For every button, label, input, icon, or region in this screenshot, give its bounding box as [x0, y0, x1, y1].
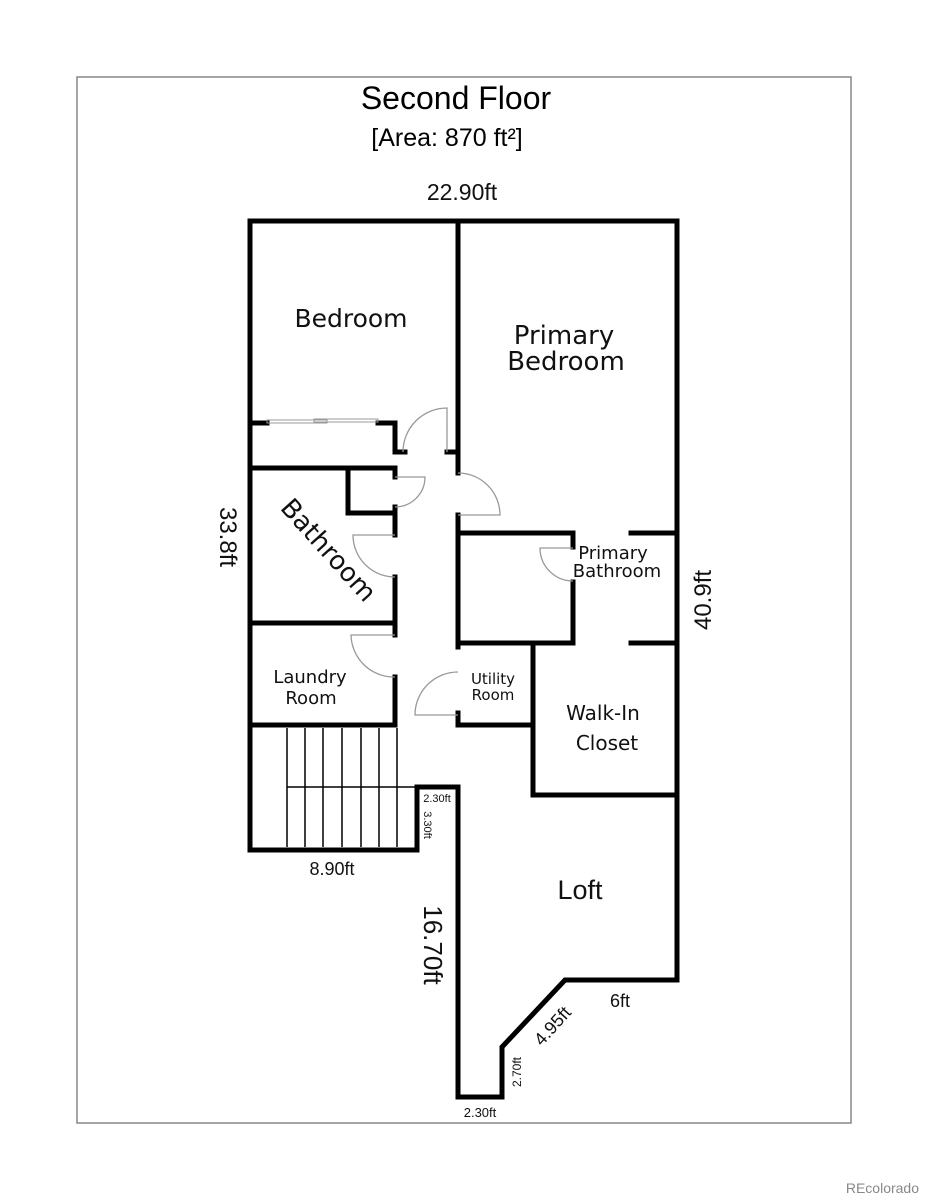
label-utility-2: Room: [472, 686, 515, 704]
bathroom-door: [352, 534, 396, 578]
primary-bedroom-door: [457, 472, 501, 516]
plan-title: Second Floor: [361, 80, 552, 116]
walls: [247, 218, 680, 1100]
dim-left-height: 33.8ft: [214, 507, 241, 567]
doors: [350, 407, 574, 716]
label-bedroom: Bedroom: [294, 304, 407, 333]
bath-closet-door: [394, 476, 426, 508]
dim-loft-left: 16.70ft: [418, 905, 448, 985]
dim-stair-width: 8.90ft: [309, 859, 354, 879]
label-primary-bedroom-2: Bedroom: [507, 347, 625, 377]
dim-top-width: 22.90ft: [427, 179, 498, 205]
dim-loft-bottom-right: 6ft: [610, 991, 630, 1011]
label-utility-1: Utility: [471, 670, 515, 688]
label-primary-bathroom-2: Bathroom: [573, 561, 661, 582]
label-primary-bedroom-1: Primary: [514, 321, 614, 351]
plan-frame: [76, 76, 852, 1124]
label-bathroom: Bathroom: [274, 493, 382, 608]
label-laundry-1: Laundry: [273, 667, 347, 688]
utility-door: [414, 671, 459, 716]
primary-bath-door: [539, 547, 574, 582]
watermark: REcolorado: [846, 1180, 919, 1196]
label-laundry-2: Room: [285, 688, 336, 709]
laundry-door: [350, 634, 396, 678]
sliding-closet-door: [266, 418, 379, 424]
staircase: [286, 728, 417, 847]
dim-loft-bottom: 2.30ft: [464, 1105, 497, 1120]
bedroom-door: [402, 407, 448, 453]
label-walkin-2: Closet: [576, 731, 638, 755]
plan-area: [Area: 870 ft²]: [371, 124, 522, 152]
label-walkin-1: Walk-In: [566, 701, 640, 725]
dim-loft-jog: 2.70ft: [510, 1056, 524, 1087]
dim-right-height: 40.9ft: [690, 570, 717, 630]
label-primary-bathroom-1: Primary: [578, 543, 648, 564]
label-loft: Loft: [557, 875, 603, 905]
dim-notch-width: 2.30ft: [423, 793, 451, 805]
dim-notch-height: 3.30ft: [421, 811, 433, 839]
